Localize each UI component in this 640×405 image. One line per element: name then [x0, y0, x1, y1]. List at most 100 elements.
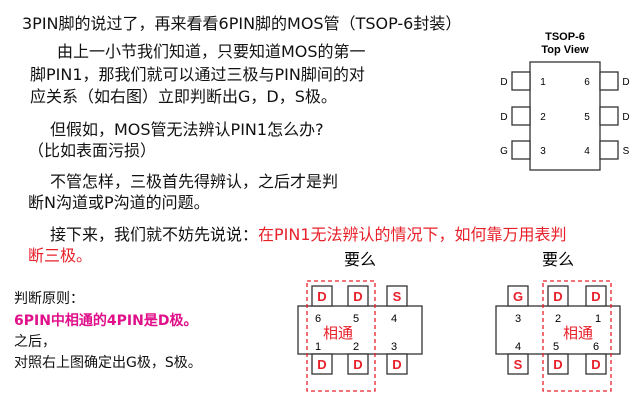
left-pin-3: G 3	[500, 140, 546, 160]
pin-pad	[585, 285, 607, 307]
connection-dashed-box	[542, 280, 612, 392]
pin-letter: D	[500, 112, 507, 123]
diagram-a-bottom-pin-3: D 3	[386, 341, 408, 375]
paragraph-1-line-1: 由上一小节我们知道，只要知道MOS的第一	[57, 42, 366, 61]
pin-letter: G	[513, 289, 523, 304]
paragraph-2-line-1: 但假如，MOS管无法辨认PIN1怎么办?	[50, 120, 324, 139]
pin-pad	[547, 285, 569, 307]
pin-letter: D	[500, 77, 507, 88]
pin-number: 5	[584, 112, 590, 123]
pin-number: 3	[515, 313, 521, 325]
diagram-b-bottom-pin-3: D 6	[585, 341, 607, 375]
pin-number: 3	[391, 341, 397, 353]
diagram-b-bottom-pin-2: D 5	[547, 341, 569, 375]
pin-number: 2	[555, 313, 561, 325]
pin-pad	[511, 71, 531, 91]
diagram-b-top-pin-1: G 3	[507, 285, 529, 325]
pin-pad	[386, 353, 408, 375]
pin-letter: D	[622, 77, 629, 88]
pin-pad	[311, 353, 333, 375]
pin-pad	[311, 285, 333, 307]
paragraph-1-line-2: 脚PIN1，那我们就可以通过三极与PIN脚间的对	[30, 65, 365, 84]
diagram-a-heading: 要么	[344, 251, 376, 269]
rule-title: 判断原则：	[14, 291, 84, 307]
pin-pad	[511, 106, 531, 126]
pin-letter: D	[317, 289, 326, 304]
connected-label: 相通	[323, 325, 353, 342]
pin-pad	[599, 106, 619, 126]
left-pin-1: D 1	[500, 71, 546, 91]
pin-number: 6	[315, 313, 321, 325]
paragraph-4-line-1: 接下来，我们就不妨先说说：在PIN1无法辨认的情况下，如何靠万用表判	[50, 225, 567, 245]
pin-number: 2	[353, 341, 359, 353]
pin-letter: D	[353, 289, 362, 304]
paragraph-3-line-1: 不管怎样，三极首先得辨认，之后才是判	[50, 172, 339, 191]
diagram-a-bottom-pin-2: D 2	[347, 341, 369, 375]
pin-pad	[547, 353, 569, 375]
diagram-a-top-pin-1: D 6	[311, 285, 333, 325]
connection-dashed-box	[306, 280, 376, 392]
pin-number: 4	[584, 146, 590, 157]
pin-pad	[386, 285, 408, 307]
pin-letter: S	[393, 289, 402, 304]
pin-pad	[507, 353, 529, 375]
diagram-a-top-pin-2: D 5	[347, 285, 369, 325]
package-body	[529, 61, 601, 171]
pin-letter: D	[553, 357, 562, 372]
diagram-a-top-pin-3: S 4	[386, 285, 408, 325]
connected-label: 相通	[563, 325, 593, 342]
pin-pad	[585, 353, 607, 375]
pin-letter: S	[514, 357, 523, 372]
left-pin-2: D 2	[500, 106, 546, 126]
diagram-a: 要么 D 6 D 5 S 4 相通 D 1 D 2 D 3	[297, 251, 423, 392]
paragraph-3-line-2: 断N沟道或P沟道的问题。	[28, 193, 210, 212]
pin-number: 1	[540, 77, 546, 88]
rule-last: 对照右上图确定出G极，S极。	[14, 355, 202, 371]
rule-after: 之后，	[14, 334, 56, 350]
paragraph-4-highlight: 在PIN1无法辨认的情况下，如何靠万用表判	[258, 225, 567, 244]
paragraph-1-line-3: 应关系（如右图）立即判断出G，D，S极。	[30, 87, 337, 106]
pin-number: 1	[595, 313, 601, 325]
package-label: TSOP-6	[545, 31, 585, 43]
pin-letter: D	[591, 357, 600, 372]
pin-number: 4	[391, 313, 397, 325]
rule-highlight: 6PIN中相通的4PIN是D极。	[14, 313, 198, 329]
right-pin-6: 6 D	[584, 71, 630, 91]
diagram-b-heading: 要么	[542, 251, 574, 269]
pin-number: 2	[540, 112, 546, 123]
pin-letter: D	[622, 112, 629, 123]
pin-letter: G	[500, 146, 508, 157]
diagram-a-bottom-pin-1: D 1	[311, 341, 333, 375]
view-label: Top View	[541, 44, 589, 56]
paragraph-2-line-2: （比如表面污损）	[28, 141, 157, 160]
pin-letter: D	[392, 357, 401, 372]
pin-letter: S	[623, 146, 630, 157]
pin-number: 3	[540, 146, 546, 157]
paragraph-4-line-2: 断三极。	[28, 246, 93, 265]
tsop6-top-view-diagram: TSOP-6 Top View D 1 D 2 G 3 6 D 5 D 4 S	[500, 31, 630, 171]
pin-letter: D	[317, 357, 326, 372]
diagram-b-bottom-pin-1: S 4	[507, 341, 529, 375]
paragraph-4-prefix: 接下来，我们就不妨先说说：	[50, 225, 259, 244]
pin-letter: D	[353, 357, 362, 372]
right-pin-4: 4 S	[584, 140, 630, 160]
diagram-b-top-pin-3: D 1	[585, 285, 607, 325]
pin-pad	[347, 285, 369, 307]
pin-pad	[511, 140, 531, 160]
pin-letter: D	[553, 289, 562, 304]
pin-pad	[507, 285, 529, 307]
pin-number: 6	[593, 341, 599, 353]
diagram-b-top-pin-2: D 2	[547, 285, 569, 325]
pin-number: 6	[584, 77, 590, 88]
pin-number: 5	[353, 313, 359, 325]
diagram-b: 要么 G 3 D 2 D 1 相通 S 4 D 5 D 6	[495, 251, 621, 392]
pin-number: 4	[515, 341, 521, 353]
pin-number: 5	[553, 341, 559, 353]
pin-pad	[599, 71, 619, 91]
pin-pad	[347, 353, 369, 375]
pin-number: 1	[315, 341, 321, 353]
pin-pad	[599, 140, 619, 160]
pin-letter: D	[591, 289, 600, 304]
slide-title: 3PIN脚的说过了，再来看看6PIN脚的MOS管（TSOP-6封装）	[22, 14, 462, 33]
right-pin-5: 5 D	[584, 106, 630, 126]
